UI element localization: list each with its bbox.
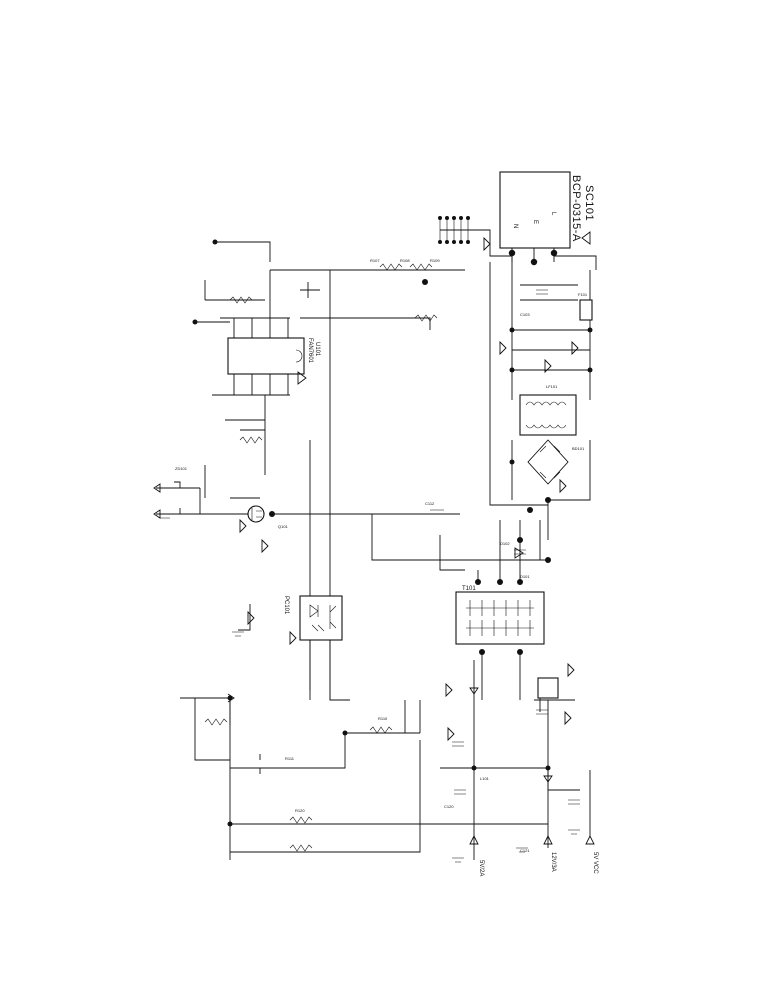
pin-l-label: L bbox=[550, 212, 556, 216]
resistor-label-bottom: R120 bbox=[295, 808, 305, 813]
inductor-label: L101 bbox=[480, 776, 490, 781]
mosfet-label: Q101 bbox=[278, 524, 289, 529]
bridge-label: BD101 bbox=[572, 446, 585, 451]
startup-resistors: R107 R108 R109 bbox=[192, 239, 465, 700]
cap-out2-label: C121 bbox=[520, 848, 530, 853]
output-vcc-label: 5V VCC bbox=[592, 852, 598, 874]
diode-main-label: D101 bbox=[520, 574, 530, 579]
component-annotations: C103 D102 F101 bbox=[500, 292, 588, 546]
ic-ref: U101 bbox=[314, 342, 320, 357]
output-5v-label: 5V/2A bbox=[478, 860, 484, 876]
bridge-rectifier: BD101 bbox=[509, 439, 591, 501]
resistor-label-mid: R110 bbox=[378, 716, 388, 721]
board-title: SC101 BCP-0315-A bbox=[570, 175, 595, 245]
cap-out1-label: C120 bbox=[444, 804, 454, 809]
board-module: BCP-0315-A bbox=[570, 175, 582, 242]
controller-ic: U101 FAN7601 bbox=[212, 270, 320, 430]
secondary-feedback: R110 R111 R120 bbox=[180, 693, 548, 860]
output-labels: 5V/2A 12V/3A 5V VCC bbox=[478, 852, 598, 876]
resistor-label-2: R108 bbox=[400, 258, 410, 263]
resistor-label-3: R109 bbox=[430, 258, 440, 263]
output-rails: L101 C120 C121 bbox=[160, 517, 595, 863]
ac-input-connector: L E N bbox=[499, 171, 571, 249]
choke-label: LF101 bbox=[546, 384, 558, 389]
diode-mid-label: D102 bbox=[500, 541, 510, 546]
resistor-label-mid2: R111 bbox=[285, 756, 295, 761]
transformer: T101 bbox=[439, 535, 545, 700]
ic-part: FAN7601 bbox=[307, 338, 313, 364]
output-12v-label: 12V/3A bbox=[550, 852, 556, 872]
cap-mid-label: C112 bbox=[425, 501, 435, 506]
pin-n-label: N bbox=[512, 224, 518, 228]
transformer-label: T101 bbox=[462, 586, 476, 592]
mains-input-wiring bbox=[438, 216, 597, 400]
opto-label: PC101 bbox=[283, 596, 289, 615]
line-filter-choke: LF101 bbox=[519, 384, 577, 436]
fuse-label: F101 bbox=[578, 292, 588, 297]
bulk-rail: D101 bbox=[440, 262, 551, 579]
warning-icon bbox=[581, 231, 591, 245]
optocoupler: PC101 bbox=[238, 595, 350, 701]
zener-label: ZD101 bbox=[175, 466, 188, 471]
pin-e-label: E bbox=[532, 220, 538, 224]
board-ref: SC101 bbox=[583, 185, 595, 221]
switch-region: Q101 ZD101 C112 bbox=[153, 419, 460, 690]
cap-main-label: C103 bbox=[520, 312, 530, 317]
resistor-label-1: R107 bbox=[370, 258, 380, 263]
